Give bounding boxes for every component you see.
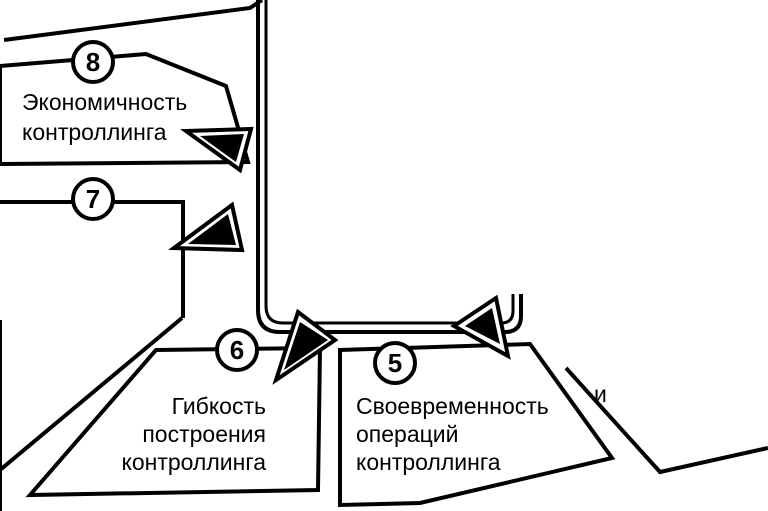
- block-8-shape: [0, 51, 251, 167]
- block-6-label-line2: построения: [142, 421, 266, 447]
- block-7-arrow-inner: [188, 214, 236, 245]
- block-8-number: 8: [86, 47, 100, 77]
- right-fragment-text: и: [594, 381, 607, 407]
- right-partial-block-edge: [564, 366, 768, 475]
- block-5-label-line3: контроллинга: [356, 449, 501, 475]
- block-8-arrow-inner: [200, 134, 244, 162]
- block-8-number-circle: [71, 40, 115, 84]
- block-5-label-line1: Своевременность: [356, 393, 549, 419]
- connector-pipe-outer: [256, 0, 523, 334]
- block-8-label-line1: Экономичность: [22, 89, 187, 115]
- block-5-number-circle: [373, 341, 417, 385]
- connector-pipe-inner: [264, 0, 515, 325]
- block-6-shape: [25, 345, 323, 498]
- block-7-number-circle: [71, 177, 115, 221]
- block-6-label-line3: контроллинга: [122, 449, 267, 475]
- block-6-number-circle: [215, 328, 259, 372]
- block-7-shape: [0, 200, 185, 318]
- block-6-diagonal-edge: [0, 316, 184, 472]
- block-7-number: 7: [86, 184, 100, 214]
- block-6-number: 6: [230, 335, 244, 365]
- block-6-arrow-inner: [284, 322, 328, 370]
- block-5-number: 5: [388, 348, 402, 378]
- block-8-label-line2: контроллинга: [22, 119, 167, 145]
- block-5-label-line2: операций: [356, 421, 459, 447]
- top-block-edge: [3, 0, 264, 42]
- block-6-label-line1: Гибкость: [172, 393, 266, 419]
- block-5-arrow-inner: [465, 308, 500, 344]
